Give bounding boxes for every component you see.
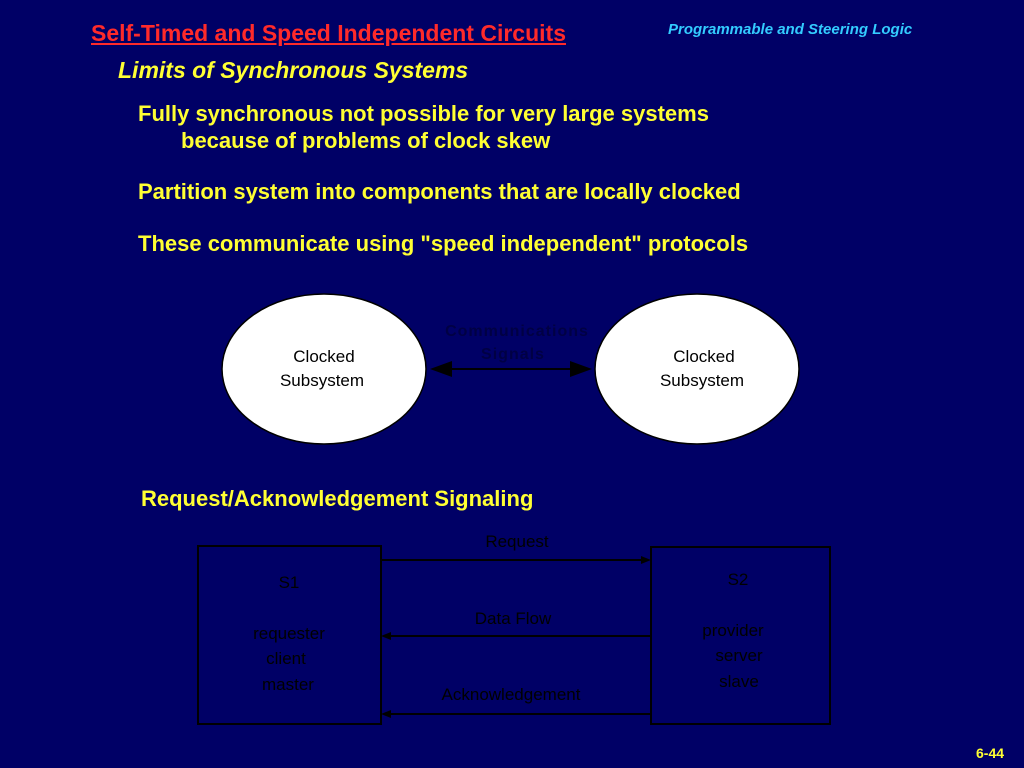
slide-number: 6-44 [976,745,1005,761]
s1-role-3: master [262,675,314,694]
left-subsystem-label-2: Subsystem [280,371,364,390]
bullet-3: These communicate using "speed independe… [138,231,749,256]
slide-title: Self-Timed and Speed Independent Circuit… [91,20,566,46]
arrowhead-left [430,361,452,377]
right-subsystem-label-1: Clocked [673,347,734,366]
data-flow-arrowhead [381,632,391,640]
s1-role-2: client [266,649,306,668]
section-heading-signaling: Request/Acknowledgement Signaling [141,486,534,511]
s1-role-1: requester [253,624,325,643]
clocked-subsystems-diagram: Clocked Subsystem Clocked Subsystem Comm… [221,293,800,445]
s2-title: S2 [728,570,749,589]
s1-title: S1 [279,573,300,592]
right-subsystem-ellipse [594,293,800,445]
s1-box [197,545,382,725]
bullet-1-line-1: Fully synchronous not possible for very … [138,101,709,126]
communications-label-2: Signals [481,346,545,363]
slide-subtitle: Limits of Synchronous Systems [118,57,469,83]
request-arrowhead [641,556,651,564]
s2-role-2: server [715,646,763,665]
s2-role-3: slave [719,672,759,691]
bullet-1-line-2: because of problems of clock skew [181,128,551,153]
request-ack-diagram: S1 requester client master S2 provider s… [197,532,831,725]
right-subsystem-label-2: Subsystem [660,371,744,390]
left-subsystem-label-1: Clocked [293,347,354,366]
request-label: Request [485,532,549,551]
ack-arrowhead [381,710,391,718]
acknowledgement-label: Acknowledgement [442,685,581,704]
course-section-label: Programmable and Steering Logic [668,21,913,38]
left-subsystem-ellipse [221,293,427,445]
data-flow-label: Data Flow [475,609,552,628]
communications-label-1: Communications [445,323,589,340]
s2-role-1: provider [702,621,764,640]
bullet-2: Partition system into components that ar… [138,179,741,204]
arrowhead-right [570,361,592,377]
